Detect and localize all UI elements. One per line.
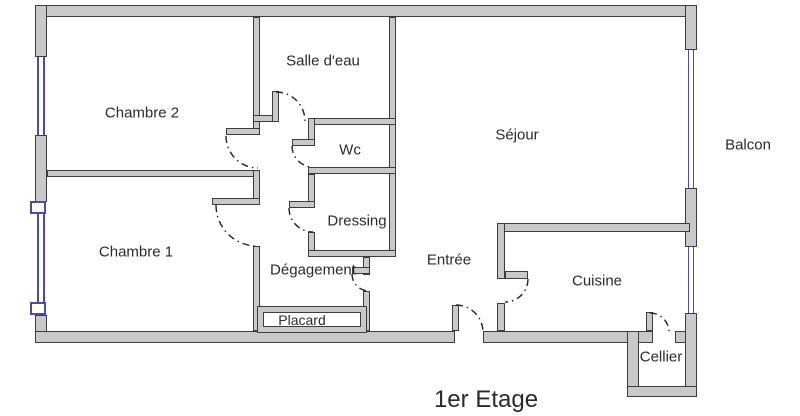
- room-label-entree: Entrée: [426, 251, 472, 269]
- door-arc-entree: [455, 304, 484, 333]
- window-chambre2: [37, 57, 45, 135]
- door-arc-wc: [291, 145, 314, 168]
- wall-exterior-right-lower: [685, 313, 697, 397]
- wall-chambre1-chambre2-divider: [47, 170, 260, 177]
- wall-cuisine-top: [498, 223, 690, 232]
- room-label-placard: Placard: [278, 312, 326, 328]
- door-leaf-dressing: [289, 201, 315, 208]
- door-arc-chambre2: [225, 135, 259, 169]
- window-cuisine: [688, 247, 694, 313]
- window-sejour-balcon: [688, 50, 694, 188]
- wall-cellier-bottom: [627, 386, 697, 397]
- room-label-cellier: Cellier: [639, 348, 683, 366]
- wall-cuisine-left-upper: [497, 223, 505, 279]
- wall-sanitary-block-right: [389, 17, 396, 257]
- room-label-chambre2: Chambre 2: [104, 104, 180, 122]
- door-leaf-entree: [452, 305, 459, 331]
- room-label-wc: Wc: [339, 141, 361, 159]
- room-label-sejour: Séjour: [495, 126, 539, 144]
- door-leaf-cuisine: [505, 271, 528, 279]
- floor-title: 1er Etage: [433, 386, 539, 413]
- door-leaf-degagement: [352, 267, 370, 274]
- room-label-chambre1: Chambre 1: [98, 243, 174, 261]
- window-chambre1-cap-top: [30, 201, 46, 214]
- door-leaf-cellier: [646, 312, 653, 331]
- placard-box: [258, 307, 366, 332]
- window-chambre1: [37, 202, 45, 315]
- wall-chambre2-right: [253, 17, 260, 129]
- wall-exterior-top: [35, 5, 697, 17]
- wall-wc-dressing-divider: [308, 167, 396, 174]
- room-label-balcon: Balcon: [725, 136, 771, 154]
- door-leaf-chambre2: [226, 128, 260, 135]
- door-leaf-salle-deau: [272, 91, 279, 122]
- wall-wc-top: [308, 118, 396, 125]
- door-arc-chambre1: [215, 204, 258, 247]
- wall-exterior-bottom-left: [35, 331, 455, 343]
- wall-exterior-left-upper: [35, 5, 47, 57]
- wall-cuisine-left-lower: [497, 303, 505, 331]
- room-label-dressing: Dressing: [327, 212, 387, 230]
- door-leaf-chambre1: [212, 198, 260, 205]
- wall-dressing-bottom: [308, 250, 396, 257]
- door-arc-cuisine: [504, 278, 529, 303]
- wall-exterior-right-upper: [685, 5, 697, 50]
- door-leaf-wc: [292, 139, 315, 146]
- room-label-salle-deau: Salle d'eau: [286, 52, 360, 70]
- door-arc-dressing: [288, 207, 314, 233]
- window-chambre1-cap-bottom: [30, 302, 46, 315]
- room-label-cuisine: Cuisine: [571, 272, 623, 290]
- wall-exterior-right-mid: [685, 188, 697, 247]
- wall-exterior-bottom-mid: [483, 331, 653, 343]
- wall-chambre1-right-upper: [253, 170, 260, 199]
- door-arc-salle-deau: [275, 91, 306, 122]
- room-label-degagement: Dégagement: [270, 261, 356, 279]
- wall-exterior-left-mid: [35, 135, 47, 202]
